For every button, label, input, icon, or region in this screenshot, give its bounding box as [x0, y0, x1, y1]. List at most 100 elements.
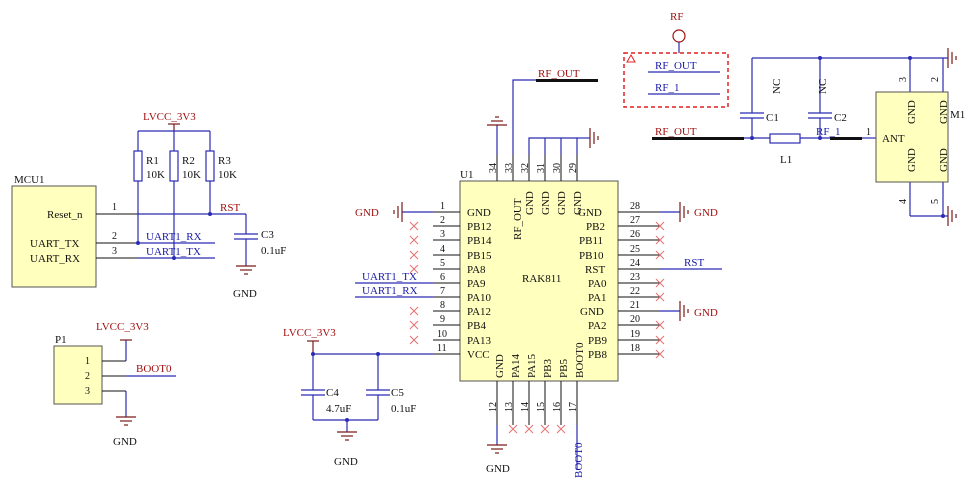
mcu-pin-2-num: 2 — [112, 231, 117, 242]
u1-pin-20-num: 20 — [630, 314, 640, 325]
lvcc-symbol-vcc — [307, 340, 319, 354]
u1-pin-16-name: PB5 — [558, 359, 570, 378]
u1-pin-33-name: RF_OUT — [512, 198, 524, 240]
lvcc-label-header: LVCC_3V3 — [96, 321, 149, 333]
antenna-pin-4: 4 — [898, 199, 909, 204]
u1-pin-7-num: 7 — [440, 286, 445, 297]
module-bottom-pins: 12 13 14 15 16 17 GND PA14 PA15 PB3 PB5 … — [488, 342, 586, 425]
u1-pin-21-name: GND — [580, 306, 604, 318]
u1-pin-12-name: GND — [494, 354, 506, 378]
mcu-pin-lines — [96, 213, 138, 259]
u1-pin-14-num: 14 — [520, 402, 531, 412]
u1-pin-15-num: 15 — [536, 402, 547, 412]
antenna-gnd-label-2: GND — [938, 100, 950, 124]
mcu-wires — [138, 213, 246, 259]
u1-pin-21-num: 21 — [630, 300, 640, 311]
vcc-junctions — [311, 352, 380, 422]
u1-pin-1-name: GND — [467, 207, 491, 219]
antenna-gnd-label-3: GND — [906, 148, 918, 172]
gnd-label-u1-bottom: GND — [486, 463, 510, 475]
header-ref: P1 — [55, 334, 67, 346]
u1-pin-12-num: 12 — [488, 402, 499, 412]
u1-pin-9-num: 9 — [440, 314, 445, 325]
header-pin-lines — [102, 360, 126, 392]
resistor-r1 — [133, 150, 143, 182]
u1-pin-22-num: 22 — [630, 286, 640, 297]
u1-pin-13-num: 13 — [504, 402, 515, 412]
rf-testpoint-label: RF — [670, 11, 683, 23]
gnd-label-u1-right-top: GND — [694, 207, 718, 219]
module-body — [459, 180, 619, 382]
rf-testpoint-circle — [672, 29, 686, 43]
module-right-pins: 28 27 26 25 24 23 22 21 20 19 18 GND PB2… — [578, 201, 660, 361]
u1-pin-5-num: 5 — [440, 258, 445, 269]
c5-value: 0.1uF — [391, 403, 416, 415]
u1-pin-29-num: 29 — [568, 163, 579, 173]
resistor-r3 — [205, 150, 215, 182]
header-wires — [125, 340, 176, 417]
inductor-l1 — [769, 133, 801, 144]
warning-triangle-icon — [626, 53, 636, 63]
capacitor-c3 — [234, 214, 258, 266]
u1-pin-28-name: GND — [578, 207, 602, 219]
r3-ref: R3 — [218, 155, 231, 167]
u1-pin-18-name: PB8 — [588, 349, 607, 361]
gnd-symbol-u1-bottom — [487, 444, 507, 454]
u1-pin-6-name: PA9 — [467, 278, 486, 290]
mcu-pin-reset-label: Reset_n — [47, 209, 83, 221]
u1-pin-10-num: 10 — [437, 329, 447, 340]
junction-dots-left — [136, 212, 212, 260]
no-connect-marks — [409, 221, 665, 434]
u1-pin-6-num: 6 — [440, 272, 445, 283]
c3-value: 0.1uF — [261, 245, 286, 257]
u1-pin-15-name: PB3 — [542, 359, 554, 378]
rf-out-label-u1: RF_OUT — [538, 68, 580, 80]
rf-dashed-box — [623, 52, 729, 108]
rf-out-label-box: RF_OUT — [655, 60, 697, 72]
u1-pin-19-name: PB9 — [588, 335, 607, 347]
u1-pin-25-name: PB10 — [579, 250, 604, 262]
mcu-pin-1-num: 1 — [112, 202, 117, 213]
header-pin-3: 3 — [85, 386, 90, 397]
u1-pin-17-name: BOOT0 — [574, 342, 586, 378]
module-top-pins: 34 33 32 31 30 29 RF_OUT GND GND GND GND — [488, 155, 584, 240]
gnd-symbol-c3 — [236, 265, 256, 275]
u1-pin-8-name: PA12 — [467, 306, 491, 318]
gnd-symbol-u1-top-left — [487, 116, 507, 126]
u1-pin-17-num: 17 — [568, 402, 579, 412]
antenna-pin-2: 2 — [930, 77, 941, 82]
gnd-symbol-antenna-bottom — [947, 206, 957, 226]
u1-pin-3-name: PB14 — [467, 235, 492, 247]
gnd-label-u1-left: GND — [355, 207, 379, 219]
lvcc-label-vcc: LVCC_3V3 — [283, 327, 336, 339]
header-pin-1: 1 — [85, 356, 90, 367]
module-ref: U1 — [460, 169, 473, 181]
u1-pin-4-name: PB15 — [467, 250, 492, 262]
u1-pin-33-num: 33 — [504, 163, 515, 173]
gnd-label-header: GND — [113, 436, 137, 448]
u1-pin-30-name: GND — [556, 191, 568, 215]
gnd-label-vcc: GND — [334, 456, 358, 468]
rf-1-bus-match — [830, 137, 862, 140]
u1-pin-31-name: GND — [540, 191, 552, 215]
l1-ref: L1 — [780, 154, 792, 166]
u1-pin-32-num: 32 — [520, 163, 531, 173]
u1-pin-20-name: PA2 — [588, 320, 607, 332]
matching-junctions — [750, 56, 945, 218]
gnd-label-c3: GND — [233, 288, 257, 300]
resistor-wires — [137, 130, 211, 258]
u1-pin-24-num: 24 — [630, 258, 640, 269]
u1-pin-23-num: 23 — [630, 272, 640, 283]
u1-pin-5-name: PA8 — [467, 264, 486, 276]
c4-ref: C4 — [326, 387, 339, 399]
boot0-label-u1: BOOT0 — [573, 442, 585, 478]
u1-pin-11-name: VCC — [467, 349, 490, 361]
header-body — [53, 345, 103, 405]
rf-out-label-match: RF_OUT — [655, 126, 697, 138]
header-pin-2: 2 — [85, 371, 90, 382]
mcu-ref: MCU1 — [14, 174, 45, 186]
u1-pin-10-name: PA13 — [467, 335, 492, 347]
lvcc-power-symbol — [168, 123, 180, 131]
rst-label-left: RST — [220, 202, 240, 214]
